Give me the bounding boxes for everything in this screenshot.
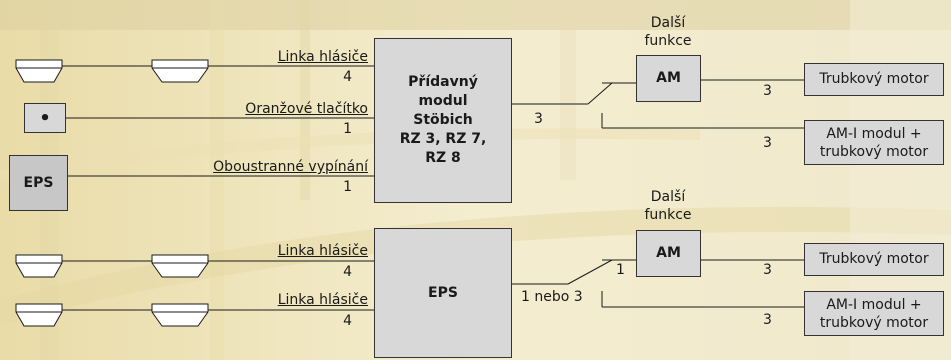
- additional-module-box: Přídavný modul Stöbich RZ 3, RZ 7, RZ 8: [374, 38, 512, 203]
- smoke-detector-icon: [15, 303, 63, 327]
- smoke-detector-icon: [15, 254, 63, 278]
- orange-button-symbol: •: [39, 107, 51, 129]
- detector-line-1-label: Linka hlásiče: [277, 243, 368, 259]
- switch-bottom: [567, 259, 613, 285]
- motor-box-top: Trubkový motor: [804, 63, 944, 96]
- detector-line-2-label: Linka hlásiče: [277, 292, 368, 308]
- am-out-count-top: 3: [763, 83, 772, 99]
- smoke-detector-icon: [151, 59, 209, 83]
- switch-top: [587, 82, 613, 105]
- extra-function-label-bottom: Další funkce: [628, 188, 708, 224]
- module-line-2: modul: [418, 93, 468, 109]
- ami-count-bottom: 3: [763, 312, 772, 328]
- smoke-detector-icon: [151, 303, 209, 327]
- ami-box-top: AM-I modul + trubkový motor: [804, 120, 944, 165]
- ami-line-2-bottom: trubkový motor: [819, 314, 929, 331]
- module-out-count: 3: [534, 111, 543, 127]
- detector-line-count: 4: [343, 69, 352, 85]
- ami-line-1-bottom: AM-I modul +: [826, 296, 922, 313]
- eps-label-bottom: EPS: [428, 284, 458, 301]
- am-box-bottom: AM: [636, 230, 701, 277]
- extra-function-line-2: funkce: [644, 33, 692, 49]
- detector-line-2-count: 4: [343, 313, 352, 329]
- ami-line-2-top: trubkový motor: [819, 143, 929, 160]
- extra-function-label-top: Další funkce: [628, 14, 708, 50]
- smoke-detector-icon: [151, 254, 209, 278]
- ami-count-top: 3: [763, 135, 772, 151]
- orange-button-count: 1: [343, 121, 352, 137]
- module-line-5: RZ 8: [425, 150, 461, 166]
- orange-button-label: Oranžové tlačítko: [245, 101, 368, 117]
- eps-box-label: EPS: [23, 174, 54, 191]
- module-line-1: Přídavný: [408, 74, 478, 90]
- detector-line-1-count: 4: [343, 264, 352, 280]
- extra-function-line-1-bottom: Další: [650, 189, 686, 205]
- ami-line-1-top: AM-I modul +: [826, 125, 922, 142]
- eps-out-count: 1 nebo 3: [521, 289, 583, 305]
- am-label-top: AM: [656, 70, 681, 86]
- eps-box-bottom: EPS: [374, 228, 512, 358]
- double-shutdown-label: Oboustranné vypínání: [213, 159, 368, 175]
- extra-function-line-1: Další: [650, 15, 686, 31]
- module-line-4: RZ 3, RZ 7,: [399, 131, 487, 147]
- am-out-count-bottom: 3: [763, 262, 772, 278]
- double-shutdown-count: 1: [343, 179, 352, 195]
- am-label-bottom: AM: [656, 245, 681, 261]
- motor-label-bottom: Trubkový motor: [819, 251, 929, 267]
- am-in-count-bottom: 1: [616, 262, 625, 278]
- module-line-3: Stöbich: [413, 112, 473, 128]
- ami-box-bottom: AM-I modul + trubkový motor: [804, 291, 944, 336]
- orange-button-box: •: [24, 103, 66, 133]
- motor-box-bottom: Trubkový motor: [804, 243, 944, 276]
- detector-line-label: Linka hlásiče: [277, 49, 368, 65]
- eps-box-top: EPS: [9, 155, 68, 211]
- motor-label-top: Trubkový motor: [819, 71, 929, 87]
- extra-function-line-2-bottom: funkce: [644, 207, 692, 223]
- smoke-detector-icon: [15, 59, 63, 83]
- am-box-top: AM: [636, 55, 701, 102]
